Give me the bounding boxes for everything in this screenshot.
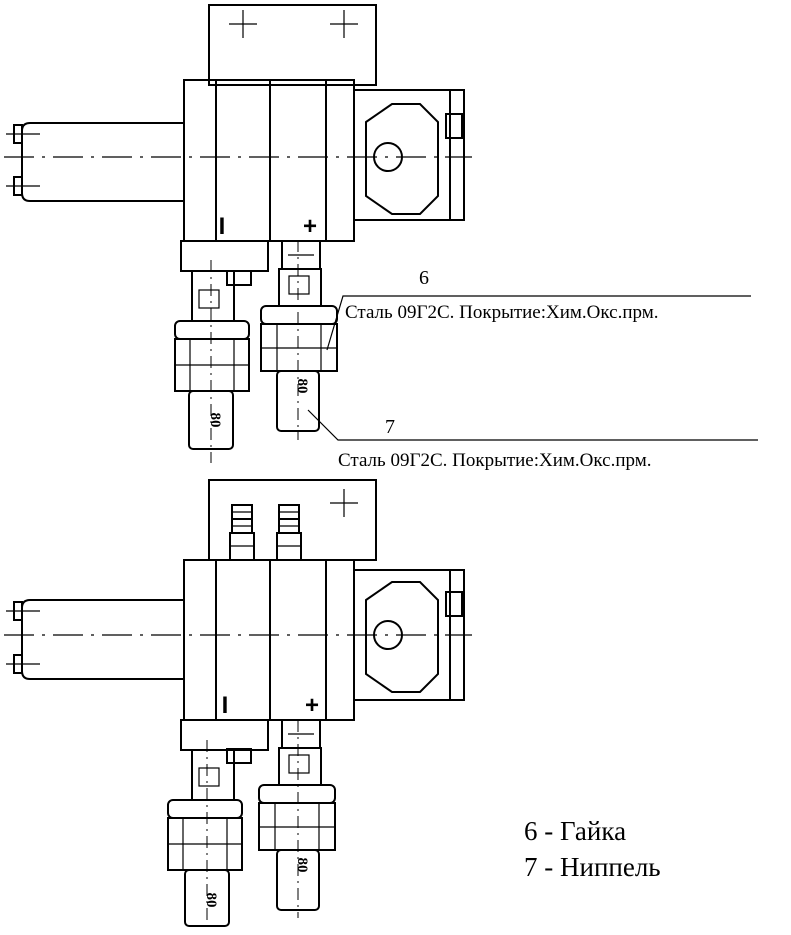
bolt-axis-lines bbox=[6, 133, 40, 187]
right-hex-nut-2 bbox=[258, 802, 336, 851]
callout-6-leader bbox=[326, 295, 751, 351]
mount-holes-crosses bbox=[229, 10, 358, 38]
right-hex-nut-faces bbox=[261, 324, 337, 371]
right-hex-nut-faces-2 bbox=[259, 803, 335, 850]
left-fitting-window bbox=[198, 289, 220, 309]
callout-7-number: 7 bbox=[385, 416, 395, 438]
mount-hole-cross-2 bbox=[330, 489, 358, 517]
body-divisions-2 bbox=[215, 560, 327, 720]
left-nipple-size-label: 80 bbox=[207, 413, 223, 428]
body-divisions bbox=[215, 80, 327, 241]
left-hex-nut-top bbox=[174, 320, 250, 340]
small-nut bbox=[226, 270, 252, 286]
right-hex-nut bbox=[260, 323, 338, 372]
left-hex-nut-faces bbox=[175, 339, 249, 391]
callout-6-text: Сталь 09Г2С. Покрытие:Хим.Окс.прм. bbox=[345, 302, 659, 323]
right-flange bbox=[449, 89, 465, 221]
bottom-assembly-view: I + 80 80 bbox=[4, 479, 472, 932]
right-hex-nut-top bbox=[260, 305, 338, 325]
legend-item-nut: 6 - Гайка bbox=[524, 816, 626, 846]
right-fitting-body-2 bbox=[278, 747, 322, 786]
callout-6-number: 6 bbox=[419, 267, 429, 289]
right-fitting-body bbox=[278, 268, 322, 307]
legend-item-nipple: 7 - Ниппель bbox=[524, 852, 661, 882]
right-nipple-size-label: 80 bbox=[294, 379, 310, 394]
right-fitting-window bbox=[288, 275, 310, 295]
left-hex-nut bbox=[174, 338, 250, 392]
left-nipple-size-label-2: 80 bbox=[203, 893, 219, 908]
hex-nut-large-2 bbox=[365, 581, 439, 693]
left-hex-nut-top-2 bbox=[167, 799, 243, 819]
left-hex-nut-faces-2 bbox=[168, 818, 242, 870]
mounting-plate bbox=[208, 4, 377, 86]
minus-marker: I bbox=[219, 213, 226, 240]
top-assembly-view: I + 80 80 6 Сталь 09Г2С. Покрытие:Хим.Ок… bbox=[4, 4, 758, 471]
right-fitting-window-2 bbox=[288, 754, 310, 774]
bolt-axis-lines-2 bbox=[6, 610, 40, 665]
parts-legend: 6 - Гайка 7 - Ниппель bbox=[524, 816, 661, 882]
side-bolt bbox=[445, 113, 463, 139]
right-nipple-size-label-2: 80 bbox=[294, 858, 310, 873]
callout-7-text: Сталь 09Г2С. Покрытие:Хим.Окс.прм. bbox=[338, 450, 652, 471]
minus-marker-2: I bbox=[222, 692, 229, 719]
hose-barb-left bbox=[229, 504, 255, 561]
left-shaft bbox=[21, 122, 184, 202]
plus-marker: + bbox=[303, 213, 317, 240]
side-bolt-2 bbox=[445, 591, 463, 617]
right-hex-nut-top-2 bbox=[258, 784, 336, 804]
hex-nut-large bbox=[365, 103, 439, 215]
hose-barb-right bbox=[276, 504, 302, 561]
terminal-block-2 bbox=[180, 719, 269, 751]
plus-marker-2: + bbox=[305, 692, 319, 719]
left-shaft-2 bbox=[21, 599, 184, 680]
small-nut-2 bbox=[226, 748, 252, 764]
callout-7-leader bbox=[307, 409, 758, 441]
left-hex-nut-2 bbox=[167, 817, 243, 871]
left-fitting-window-2 bbox=[198, 767, 220, 787]
terminal-block bbox=[180, 240, 269, 272]
